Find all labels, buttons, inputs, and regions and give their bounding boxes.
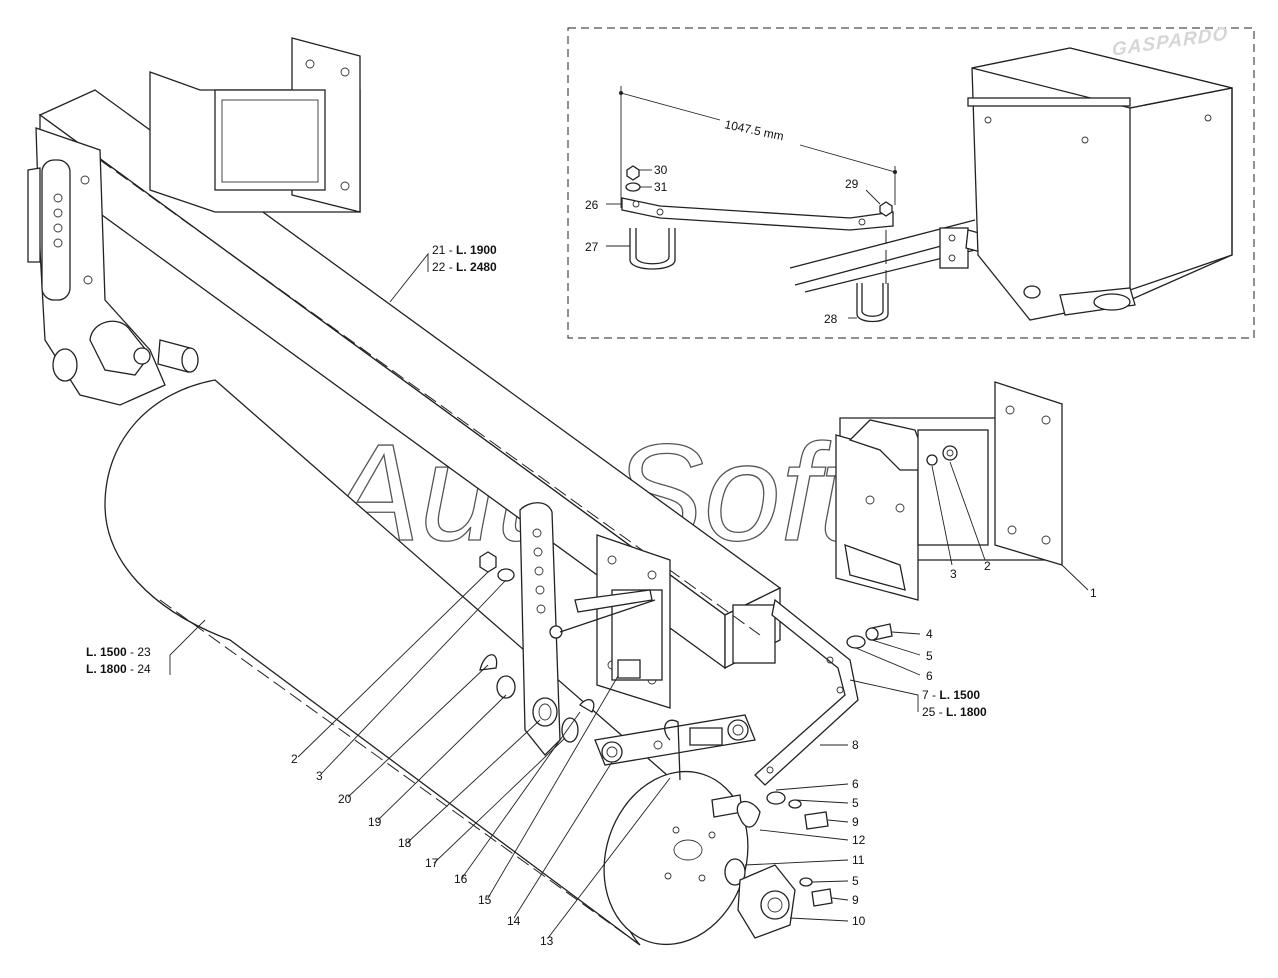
label-14: 14: [507, 914, 521, 928]
label-9: 9: [852, 815, 859, 829]
center-nut-washer: [479, 551, 515, 582]
label-2-right: 2: [984, 559, 991, 573]
label-29: 29: [845, 177, 859, 191]
inset-detail: 1047.5 mm GASPARDO: [567, 23, 1255, 339]
label-2: 2: [291, 752, 298, 766]
label-5: 5: [926, 649, 933, 663]
label-3-right: 3: [950, 567, 957, 581]
label-17: 17: [425, 856, 439, 870]
label-11: 11: [852, 853, 865, 867]
callout-24: L. 1800 - 24: [86, 662, 151, 676]
label-6-lower: 6: [852, 777, 859, 791]
label-10: 10: [852, 914, 866, 928]
label-8: 8: [852, 738, 859, 752]
center-hitch-assembly: [479, 502, 796, 939]
label-1: 1: [1090, 586, 1097, 600]
callout-22: 22 - L. 2480: [432, 260, 497, 274]
label-15: 15: [478, 893, 492, 907]
leader-lines: [169, 252, 1089, 939]
part-labels: 1 2 3 2 3 20 19 18 17 16 15 14 13 4 5 6 …: [291, 559, 1097, 948]
label-5-bottom: 5: [852, 874, 859, 888]
u-bracket-arm: [754, 598, 859, 786]
label-27: 27: [585, 240, 599, 254]
fastener-set-right: [766, 623, 893, 907]
label-12: 12: [852, 833, 866, 847]
left-hitch-plate: [27, 127, 199, 406]
callout-21: 21 - L. 1900: [432, 243, 497, 257]
length-callouts: 21 - L. 1900 22 - L. 2480 L. 1500 - 23 L…: [86, 243, 987, 719]
right-mount-bracket: [835, 381, 1063, 601]
label-6: 6: [926, 669, 933, 683]
callout-7: 7 - L. 1500: [922, 688, 980, 702]
roller: [104, 379, 749, 946]
label-30: 30: [654, 163, 668, 177]
label-13: 13: [540, 934, 554, 948]
label-31: 31: [654, 180, 668, 194]
label-4: 4: [926, 627, 933, 641]
main-beam: [38, 89, 782, 670]
label-26: 26: [585, 198, 599, 212]
left-mount-bracket: [149, 37, 361, 213]
callout-23: L. 1500 - 23: [86, 645, 151, 659]
label-3: 3: [316, 769, 323, 783]
callout-25: 25 - L. 1800: [922, 705, 987, 719]
label-9-bottom: 9: [852, 893, 859, 907]
label-19: 19: [368, 815, 382, 829]
label-16: 16: [454, 872, 468, 886]
label-20: 20: [338, 792, 352, 806]
label-5-lower: 5: [852, 796, 859, 810]
label-18: 18: [398, 836, 412, 850]
inset-labels: 30 31 26 27 29 28: [585, 163, 881, 326]
label-28: 28: [824, 312, 838, 326]
